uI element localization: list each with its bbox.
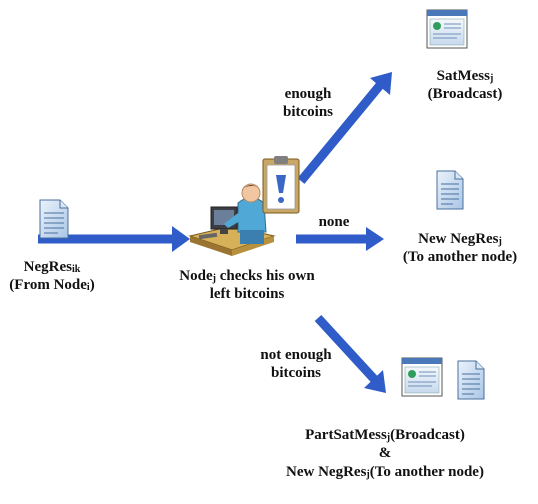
edge-label-enough: enough bitcoins xyxy=(282,86,333,121)
negres-outcome-label: New NegResj (To another node) xyxy=(402,231,518,266)
edge-label-not-enough: not enough bitcoins xyxy=(260,347,332,382)
partial-broadcast-window-icon xyxy=(401,357,443,397)
center-node-label: Nodej checks his own left bitcoins xyxy=(179,268,315,303)
source-document-icon xyxy=(39,199,69,239)
arrow-source-to-center xyxy=(38,226,190,252)
broadcast-window-icon xyxy=(426,9,468,49)
person-at-computer-icon xyxy=(188,183,276,256)
partial-negres-document-icon xyxy=(457,360,485,400)
arrow-none xyxy=(296,227,384,251)
negres-document-icon xyxy=(436,170,464,210)
arrow-not-enough xyxy=(314,314,386,393)
alert-clipboard-icon xyxy=(262,156,300,214)
satmess-outcome-label: SatMessj (Broadcast) xyxy=(427,68,503,103)
source-label: NegResik (From Nodei) xyxy=(9,259,95,294)
edge-label-none: none xyxy=(318,214,350,230)
arrow-enough xyxy=(297,72,392,184)
partial-outcome-label: PartSatMessj(Broadcast) & New NegResj(To… xyxy=(286,427,484,480)
